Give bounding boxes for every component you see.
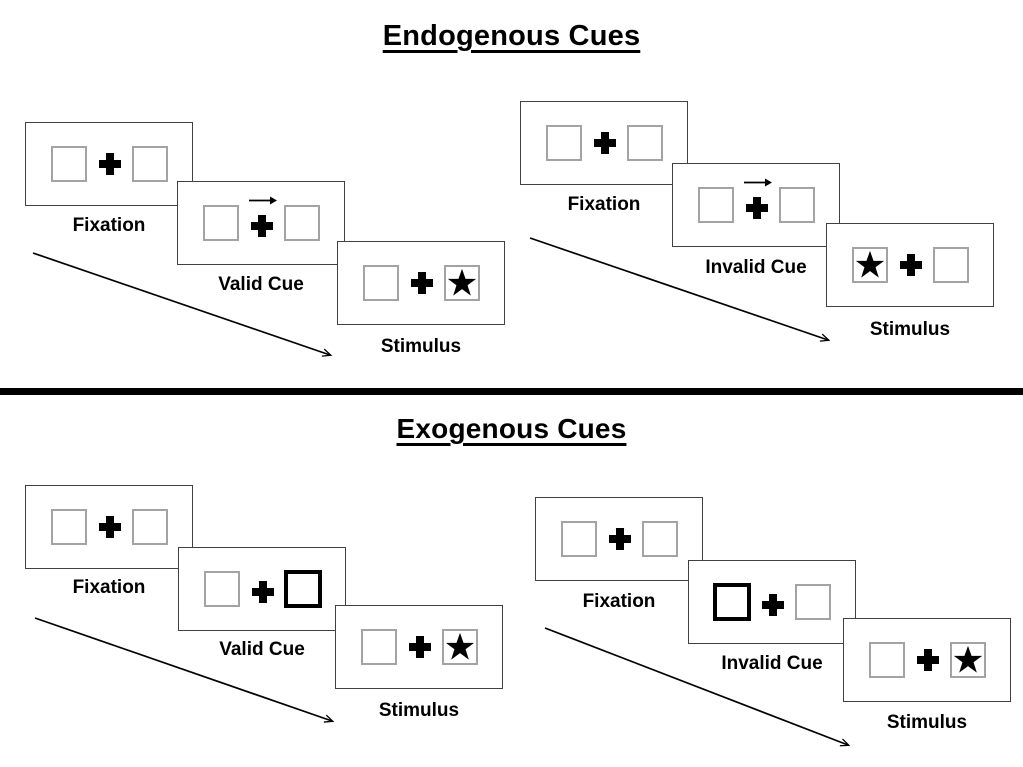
section-title-endogenous: Endogenous Cues [0, 20, 1023, 53]
panel-label-fixation: Fixation [567, 194, 641, 215]
left-placeholder-box [869, 642, 905, 678]
panel-label-stimulus: Stimulus [380, 336, 462, 357]
panel-stimulus [337, 241, 505, 325]
left-placeholder-box [51, 146, 87, 182]
panel-label-fixation: Fixation [72, 577, 146, 598]
star-icon [953, 645, 983, 673]
panel-fixation [535, 497, 703, 581]
fixation-cross-icon [99, 153, 121, 175]
panel-invalid-cue [672, 163, 840, 247]
panel-label-valid-cue: Valid Cue [219, 639, 305, 660]
star-icon [445, 632, 475, 660]
panel-valid-cue [177, 181, 345, 265]
fixation-cross-icon [762, 594, 784, 616]
panel-fixation [520, 101, 688, 185]
fixation-cross-icon [252, 581, 274, 603]
panel-label-fixation: Fixation [582, 591, 656, 612]
timeline-arrow-endogenous-invalid [529, 237, 831, 342]
fixation-cross-icon [746, 197, 768, 219]
panel-label-stimulus: Stimulus [869, 319, 951, 340]
panel-label-invalid-cue: Invalid Cue [705, 257, 807, 278]
fixation-cross-icon [409, 636, 431, 658]
left-placeholder-box [698, 187, 734, 223]
section-divider [0, 388, 1023, 395]
timeline-arrow-exogenous-invalid [544, 627, 851, 747]
right-target-box [950, 642, 986, 678]
timeline-arrow-endogenous-valid [32, 252, 333, 357]
right-placeholder-box [779, 187, 815, 223]
star-icon [855, 250, 885, 278]
section-title-exogenous: Exogenous Cues [0, 413, 1023, 445]
panel-label-invalid-cue: Invalid Cue [721, 653, 823, 674]
left-placeholder-box [203, 205, 239, 241]
panel-stimulus [843, 618, 1011, 702]
fixation-cross-icon [594, 132, 616, 154]
right-target-box [444, 265, 480, 301]
right-arrow-icon [249, 196, 277, 205]
panel-label-stimulus: Stimulus [886, 712, 968, 733]
right-placeholder-box [132, 146, 168, 182]
section-title-exogenous-text: Exogenous Cues [396, 413, 627, 444]
right-placeholder-box [795, 584, 831, 620]
highlighted-cue-box [284, 570, 322, 608]
highlighted-cue-box [713, 583, 751, 621]
right-placeholder-box [132, 509, 168, 545]
left-placeholder-box [361, 629, 397, 665]
left-placeholder-box [51, 509, 87, 545]
panel-valid-cue [178, 547, 346, 631]
panel-fixation [25, 485, 193, 569]
panel-invalid-cue [688, 560, 856, 644]
right-arrow-icon [744, 178, 772, 187]
panel-stimulus [335, 605, 503, 689]
fixation-cross-icon [99, 516, 121, 538]
timeline-arrow-exogenous-valid [34, 617, 335, 723]
panel-stimulus [826, 223, 994, 307]
panel-label-fixation: Fixation [72, 215, 146, 236]
left-placeholder-box [561, 521, 597, 557]
star-icon [447, 268, 477, 296]
left-placeholder-box [204, 571, 240, 607]
fixation-cross-icon [609, 528, 631, 550]
fixation-cross-icon [917, 649, 939, 671]
fixation-cross-icon [900, 254, 922, 276]
panel-label-stimulus: Stimulus [378, 700, 460, 721]
right-placeholder-box [642, 521, 678, 557]
left-placeholder-box [363, 265, 399, 301]
panel-label-valid-cue: Valid Cue [218, 274, 304, 295]
fixation-cross-icon [251, 215, 273, 237]
right-placeholder-box [627, 125, 663, 161]
left-placeholder-box [546, 125, 582, 161]
fixation-cross-icon [411, 272, 433, 294]
right-placeholder-box [933, 247, 969, 283]
left-target-box [852, 247, 888, 283]
right-target-box [442, 629, 478, 665]
right-placeholder-box [284, 205, 320, 241]
section-title-endogenous-text: Endogenous Cues [382, 20, 641, 52]
panel-fixation [25, 122, 193, 206]
